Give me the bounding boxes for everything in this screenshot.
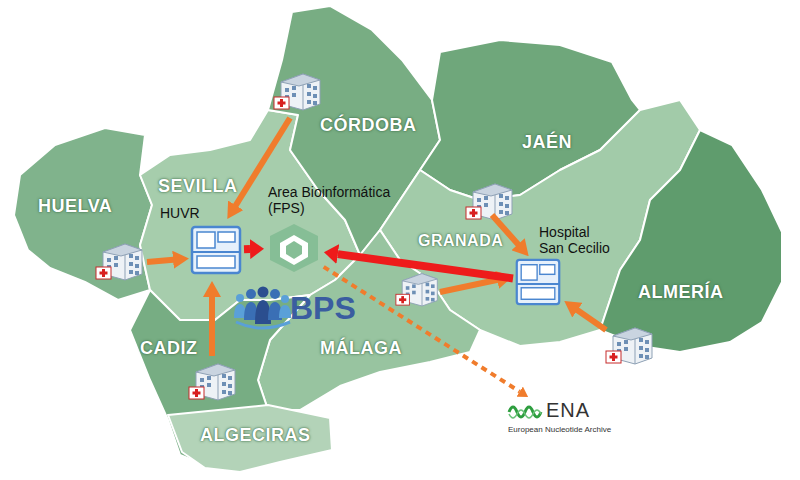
area-name: ALGECIRAS xyxy=(200,425,311,446)
lab-instrument-icon xyxy=(190,225,242,275)
dashed-arrow xyxy=(324,267,520,392)
province-name: CÓRDOBA xyxy=(320,115,417,136)
archive-name: ENA xyxy=(546,399,590,422)
data-flow-arrow xyxy=(338,254,513,278)
node-title: Area Bioinformática (FPS) xyxy=(268,184,418,216)
archive-node: ENA European Nucleotide Archive xyxy=(506,398,615,437)
hexagon-icon xyxy=(266,222,322,274)
province-name: HUELVA xyxy=(38,196,112,217)
node-title: Hospital San Cecilio xyxy=(539,224,615,256)
service-node: Area Bioinformática (FPS) xyxy=(266,222,322,274)
archive-subtitle: European Nucleotide Archive xyxy=(508,425,611,434)
province-name: ALMERÍA xyxy=(638,282,724,303)
data-flow-arrow xyxy=(244,245,250,253)
lab-node: HUVR xyxy=(190,225,242,275)
logo-text: BPS xyxy=(290,292,356,324)
province-name: JAÉN xyxy=(522,132,572,153)
province-name: SEVILLA xyxy=(158,176,238,197)
lab-instrument-icon xyxy=(515,258,561,306)
node-title: HUVR xyxy=(160,205,200,221)
province-name: GRANADA xyxy=(418,232,503,250)
province-name: CADIZ xyxy=(140,338,198,359)
lab-node: Hospital San Cecilio xyxy=(515,258,561,306)
province-name: MÁLAGA xyxy=(320,338,402,359)
